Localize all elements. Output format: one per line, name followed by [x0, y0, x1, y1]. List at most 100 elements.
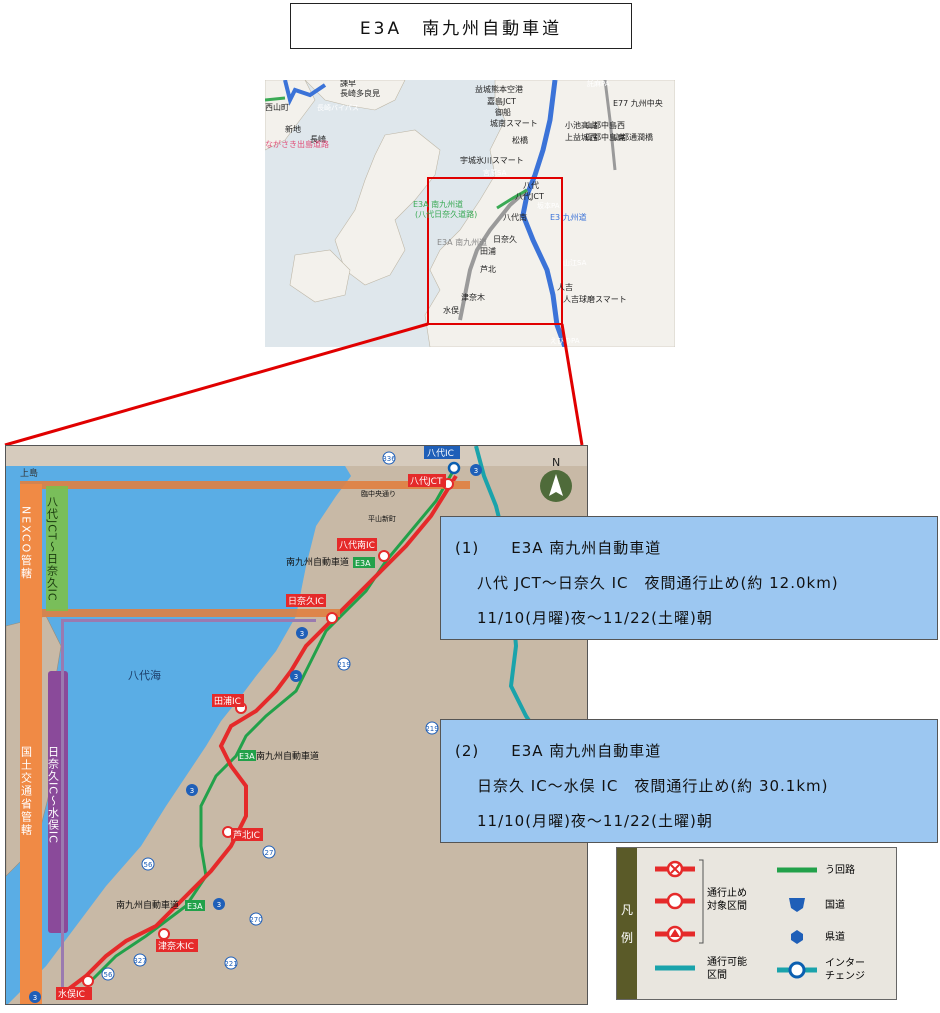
sea-area — [6, 451, 351, 1004]
ic-marker-minamata — [82, 975, 94, 987]
route-shield-9: 56 — [104, 971, 113, 979]
label-tsuhashi-pa: 託麻PA — [587, 80, 610, 88]
legend-interchange-line2: チェンジ — [825, 970, 865, 982]
route-shield-3: 3 — [190, 787, 194, 795]
notice-box-2: (2) E3A 南九州自動車道 日奈久 IC～水俣 IC 夜間通行止め(約 30… — [440, 719, 938, 843]
ic-marker-hinagu — [326, 612, 338, 624]
legend-detour: う回路 — [825, 863, 855, 876]
road-label-mkd2: 南九州自動車道 — [256, 750, 319, 762]
label-e77: E77 九州中央 — [613, 98, 663, 108]
route-shield-13: 327 — [133, 957, 146, 965]
label-minamata: 水俣 — [443, 305, 459, 315]
nexco-label: NEXCO管轄 — [20, 506, 33, 580]
notice-2-line2: 日奈久 IC～水俣 IC 夜間通行止め(約 30.1km) — [477, 777, 829, 795]
road-label-mkd3: 南九州自動車道 — [116, 899, 179, 911]
label-nagasaki: 長崎 — [310, 134, 326, 144]
route-shield-10: 27 — [265, 849, 274, 857]
label-e3a-route: E3A 南九州道 — [413, 199, 463, 209]
label-e3a-sub: (八代日奈久道路) — [415, 209, 477, 219]
legend-prefectural-road: 県道 — [825, 930, 845, 943]
route-shield-1: 3 — [300, 630, 304, 638]
ic-label-yatsushiro-minami: 八代南IC — [339, 539, 375, 551]
label-tsunagi: 津奈木 — [461, 292, 485, 302]
notice-1-line1: (1) E3A 南九州自動車道 — [455, 539, 662, 557]
label-kashima-jct: 嘉島JCT — [487, 96, 516, 106]
route-shield-6: 219 — [337, 661, 350, 669]
route-shield-5: 3 — [33, 994, 37, 1002]
label-mashiki-airport: 益城熊本空港 — [475, 84, 523, 94]
label-yamato-dori: 山都通潤橋 — [613, 132, 653, 142]
ic-label-yatsushiro-jct: 八代JCT — [410, 476, 443, 487]
legend-closure-line2: 対象区間 — [707, 899, 747, 912]
mlit-label: 国土交通省管轄 — [20, 746, 33, 837]
ic-label-yatsushiro-ic: 八代IC — [427, 448, 454, 459]
label-tanoura: 田浦 — [480, 246, 496, 256]
detail-map: N 八代IC 八代JCT 八代南IC 日奈久IC 田浦IC 芦北IC — [5, 445, 588, 1005]
label-uki-hikawa: 宇城氷川スマート — [460, 155, 524, 165]
notice-1-line2: 八代 JCT～日奈久 IC 夜間通行止め(約 12.0km) — [477, 574, 839, 592]
road-label-small2: 平山新町 — [368, 514, 396, 523]
overview-map: 諫早 長崎多良見 西山町 長崎 新地 ながさき出島道路 長崎バイパス 益城熊本空… — [265, 80, 675, 347]
route-shield-4: 3 — [217, 901, 221, 909]
road-label-mkd1: 南九州自動車道 — [286, 556, 349, 568]
overview-focus-frame — [427, 177, 563, 325]
label-jonan-smart: 城南スマート — [490, 118, 538, 128]
ic-label-ashikita: 芦北IC — [233, 830, 260, 841]
detail-map-svg: N 八代IC 八代JCT 八代南IC 日奈久IC 田浦IC 芦北IC — [6, 446, 587, 1004]
legend-symbols: 通行止め 対象区間 通行可能 区間 う回路 国道 県道 インター チェンジ — [655, 859, 865, 982]
route-shield-7: 219 — [425, 725, 438, 733]
label-koike: 小池高山 — [565, 120, 597, 130]
label-isahaya: 諫早 — [340, 80, 356, 88]
ic-marker-tsunagi — [158, 928, 170, 940]
notice-2-line3: 11/10(月曜)夜～11/22(土曜)朝 — [477, 812, 713, 830]
notice-1-line3: 11/10(月曜)夜～11/22(土曜)朝 — [477, 609, 713, 627]
label-yamato-e: 山都中島西 — [585, 120, 625, 130]
route-shield-2: 3 — [294, 673, 298, 681]
label-sa-mark: 山江SA — [563, 258, 587, 267]
prefectural-road-icon — [791, 930, 803, 944]
legend-interchange-line1: インター — [825, 957, 865, 969]
route-shield-0: 3 — [474, 467, 478, 475]
legend-title-char-1: 凡 — [620, 902, 633, 917]
road-label-e3a-2: E3A — [239, 752, 255, 761]
interchange-icon — [788, 961, 806, 979]
notice-2-line1: (2) E3A 南九州自動車道 — [455, 742, 662, 760]
ic-label-hinagu: 日奈久IC — [288, 595, 324, 607]
label-nishiyama: 西山町 — [265, 102, 289, 112]
sea-label: 八代海 — [128, 668, 161, 682]
label-ryuhoku-sa: 宮原SA — [483, 168, 507, 177]
legend-title: 凡 例 — [617, 848, 637, 999]
label-shin: 新地 — [285, 124, 301, 134]
label-nagasaki-dejima: ながさき出島道路 — [265, 139, 329, 149]
north-mark: N — [552, 456, 560, 469]
road-label-small1: 臨中央通り — [361, 489, 396, 498]
label-ashikita: 芦北 — [480, 264, 496, 274]
label-matsubase: 松橋 — [512, 135, 528, 145]
section1-label: 八代JCT～日奈久IC — [46, 496, 59, 602]
legend-title-char-2: 例 — [620, 930, 633, 945]
label-yamato-c: 山都中島東 — [585, 132, 625, 142]
label-nagasaki-bypass: 長崎バイパス — [317, 103, 359, 112]
label-sakamoto-pa: 坂本PA — [537, 201, 560, 210]
legend-national-road: 国道 — [825, 898, 845, 911]
ic-label-minamata: 水俣IC — [58, 988, 85, 1000]
label-kamimashiki: 上益城西 — [565, 132, 597, 142]
ic-label-tsunagi: 津奈木IC — [158, 940, 194, 952]
label-e3-kyushu: E3 九州道 — [550, 212, 587, 222]
legend: 凡 例 通行止め 対象区間 通行可能 区間 う回路 国道 県道 — [616, 847, 897, 1000]
route-shield-8: 56 — [144, 861, 153, 869]
page-title: E3A 南九州自動車道 — [290, 3, 632, 49]
legend-open-line1: 通行可能 — [707, 955, 747, 968]
label-hinagu: 日奈久 — [493, 234, 517, 244]
overview-map-svg: 諫早 長崎多良見 西山町 長崎 新地 ながさき出島道路 長崎バイパス 益城熊本空… — [265, 80, 675, 347]
road-label-e3a-3: E3A — [187, 902, 203, 911]
route-shield-12: 221 — [224, 960, 237, 968]
section1-bar — [46, 486, 68, 611]
route-shield-14: 336 — [382, 455, 396, 463]
route-shield-11: 270 — [249, 916, 262, 924]
closure-line — [64, 474, 458, 993]
national-road-icon — [789, 898, 805, 912]
label-hitoyoshi: 人吉 — [557, 283, 573, 292]
label-mifune: 御船 — [495, 107, 511, 117]
label-e3a-south: E3A 南九州道 — [437, 237, 487, 247]
